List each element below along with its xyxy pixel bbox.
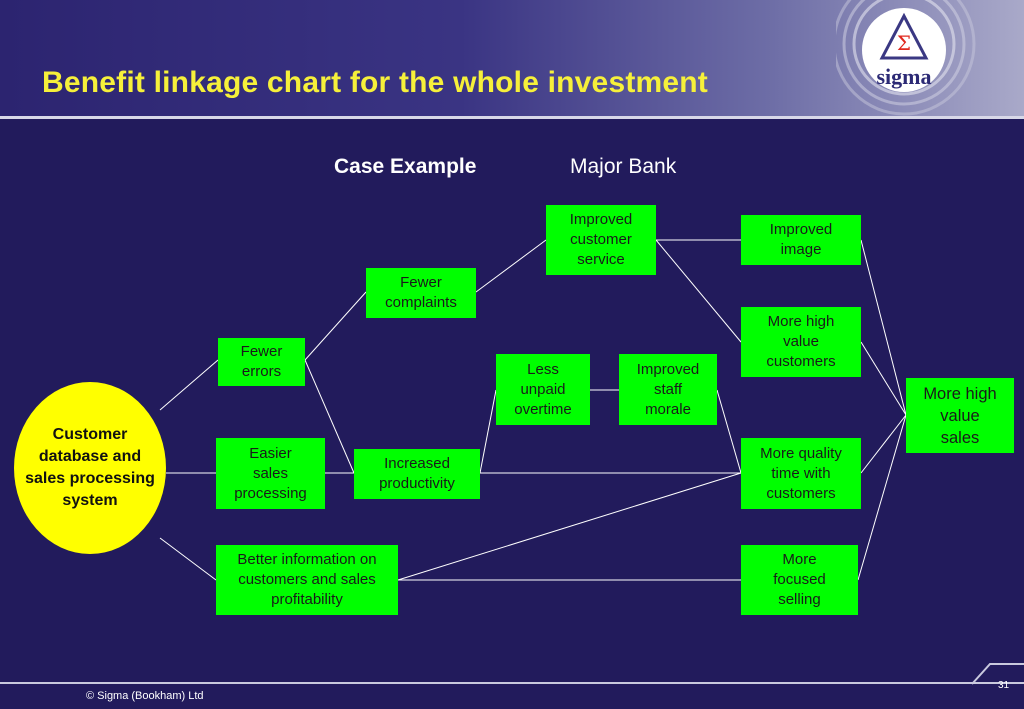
link-morale-quality xyxy=(716,389,742,474)
link-productivity-overtime xyxy=(479,389,497,474)
copyright-text: © Sigma (Bookham) Ltd xyxy=(86,690,204,702)
link-errors-productivity xyxy=(304,359,355,474)
case-example-label: Case Example xyxy=(334,155,477,178)
link-service-hvcustomers xyxy=(655,239,742,343)
node-improved-customer-service: Improved customer service xyxy=(546,205,656,275)
slide-title: Benefit linkage chart for the whole inve… xyxy=(42,66,708,99)
link-info-quality xyxy=(397,472,742,581)
case-name: Major Bank xyxy=(570,155,677,178)
link-hvcustomers-sales xyxy=(860,341,907,416)
link-quality-sales xyxy=(860,414,907,474)
link-root-info xyxy=(159,537,217,581)
header-divider xyxy=(0,116,1024,119)
header-band xyxy=(0,0,1024,118)
node-better-information: Better information on customers and sale… xyxy=(216,545,398,615)
node-more-quality-time: More quality time with customers xyxy=(741,438,861,509)
svg-text:sigma: sigma xyxy=(877,64,932,89)
node-fewer-errors: Fewer errors xyxy=(218,338,305,386)
sigma-logo: Σ sigma xyxy=(836,0,1024,116)
footer-divider xyxy=(0,682,1024,684)
node-less-unpaid-overtime: Less unpaid overtime xyxy=(496,354,590,425)
node-improved-staff-morale: Improved staff morale xyxy=(619,354,717,425)
svg-text:Σ: Σ xyxy=(897,31,911,55)
node-more-high-value-customers: More high value customers xyxy=(741,307,861,377)
node-easier-sales-processing: Easier sales processing xyxy=(216,438,325,509)
link-focused-sales xyxy=(857,414,907,581)
node-more-high-value-sales: More high value sales xyxy=(906,378,1014,453)
node-increased-productivity: Increased productivity xyxy=(354,449,480,499)
node-fewer-complaints: Fewer complaints xyxy=(366,268,476,318)
link-complaints-service xyxy=(475,239,547,293)
node-improved-image: Improved image xyxy=(741,215,861,265)
page-number: 31 xyxy=(998,680,1010,691)
link-root-errors xyxy=(159,359,219,411)
link-image-sales xyxy=(860,239,907,416)
link-errors-complaints xyxy=(304,291,367,361)
root-customer-database-node: Customer database and sales processing s… xyxy=(14,382,166,554)
node-more-focused-selling: More focused selling xyxy=(741,545,858,615)
